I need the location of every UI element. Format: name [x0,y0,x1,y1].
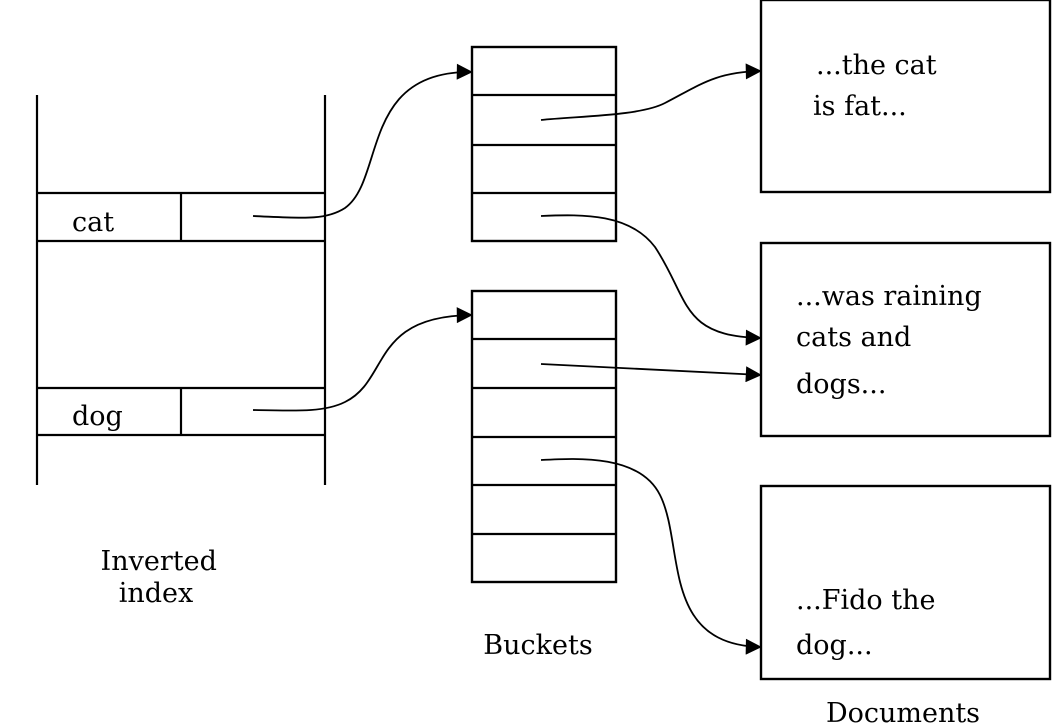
document-2-text: ...was raining cats and dogs... [796,281,990,400]
arrow-bucket-to-document-1 [540,63,762,121]
index-caption-line-1: Inverted [101,546,217,577]
arrow-bucket-to-document-3 [540,458,762,655]
index-entry-cat: cat [37,191,325,243]
arrow-dog-to-bucket [252,307,473,412]
document-1: ...the cat is fat... [759,0,1052,194]
document-1-text: ...the cat is fat... [813,50,945,122]
arrow-bucket-to-document-2a [540,214,762,346]
index-entry-dog: dog [37,386,325,437]
document-3-text: ...Fido the dog... [796,585,944,661]
inverted-index: cat dog Inverted index [35,95,327,609]
buckets-caption: Buckets [483,630,592,661]
index-caption-line-2: index [119,578,194,609]
bucket-group-cat [470,45,618,243]
bucket-group-dog [470,289,618,584]
document-2: ...was raining cats and dogs... [759,241,1052,438]
arrow-bucket-to-document-2b [540,363,762,383]
arrow-cat-to-bucket [252,63,473,219]
index-caption: Inverted index [101,546,226,609]
document-3: ...Fido the dog... [759,484,1052,681]
index-term-dog: dog [72,401,123,432]
index-term-cat: cat [72,207,114,238]
documents-caption: Documents [826,698,980,728]
